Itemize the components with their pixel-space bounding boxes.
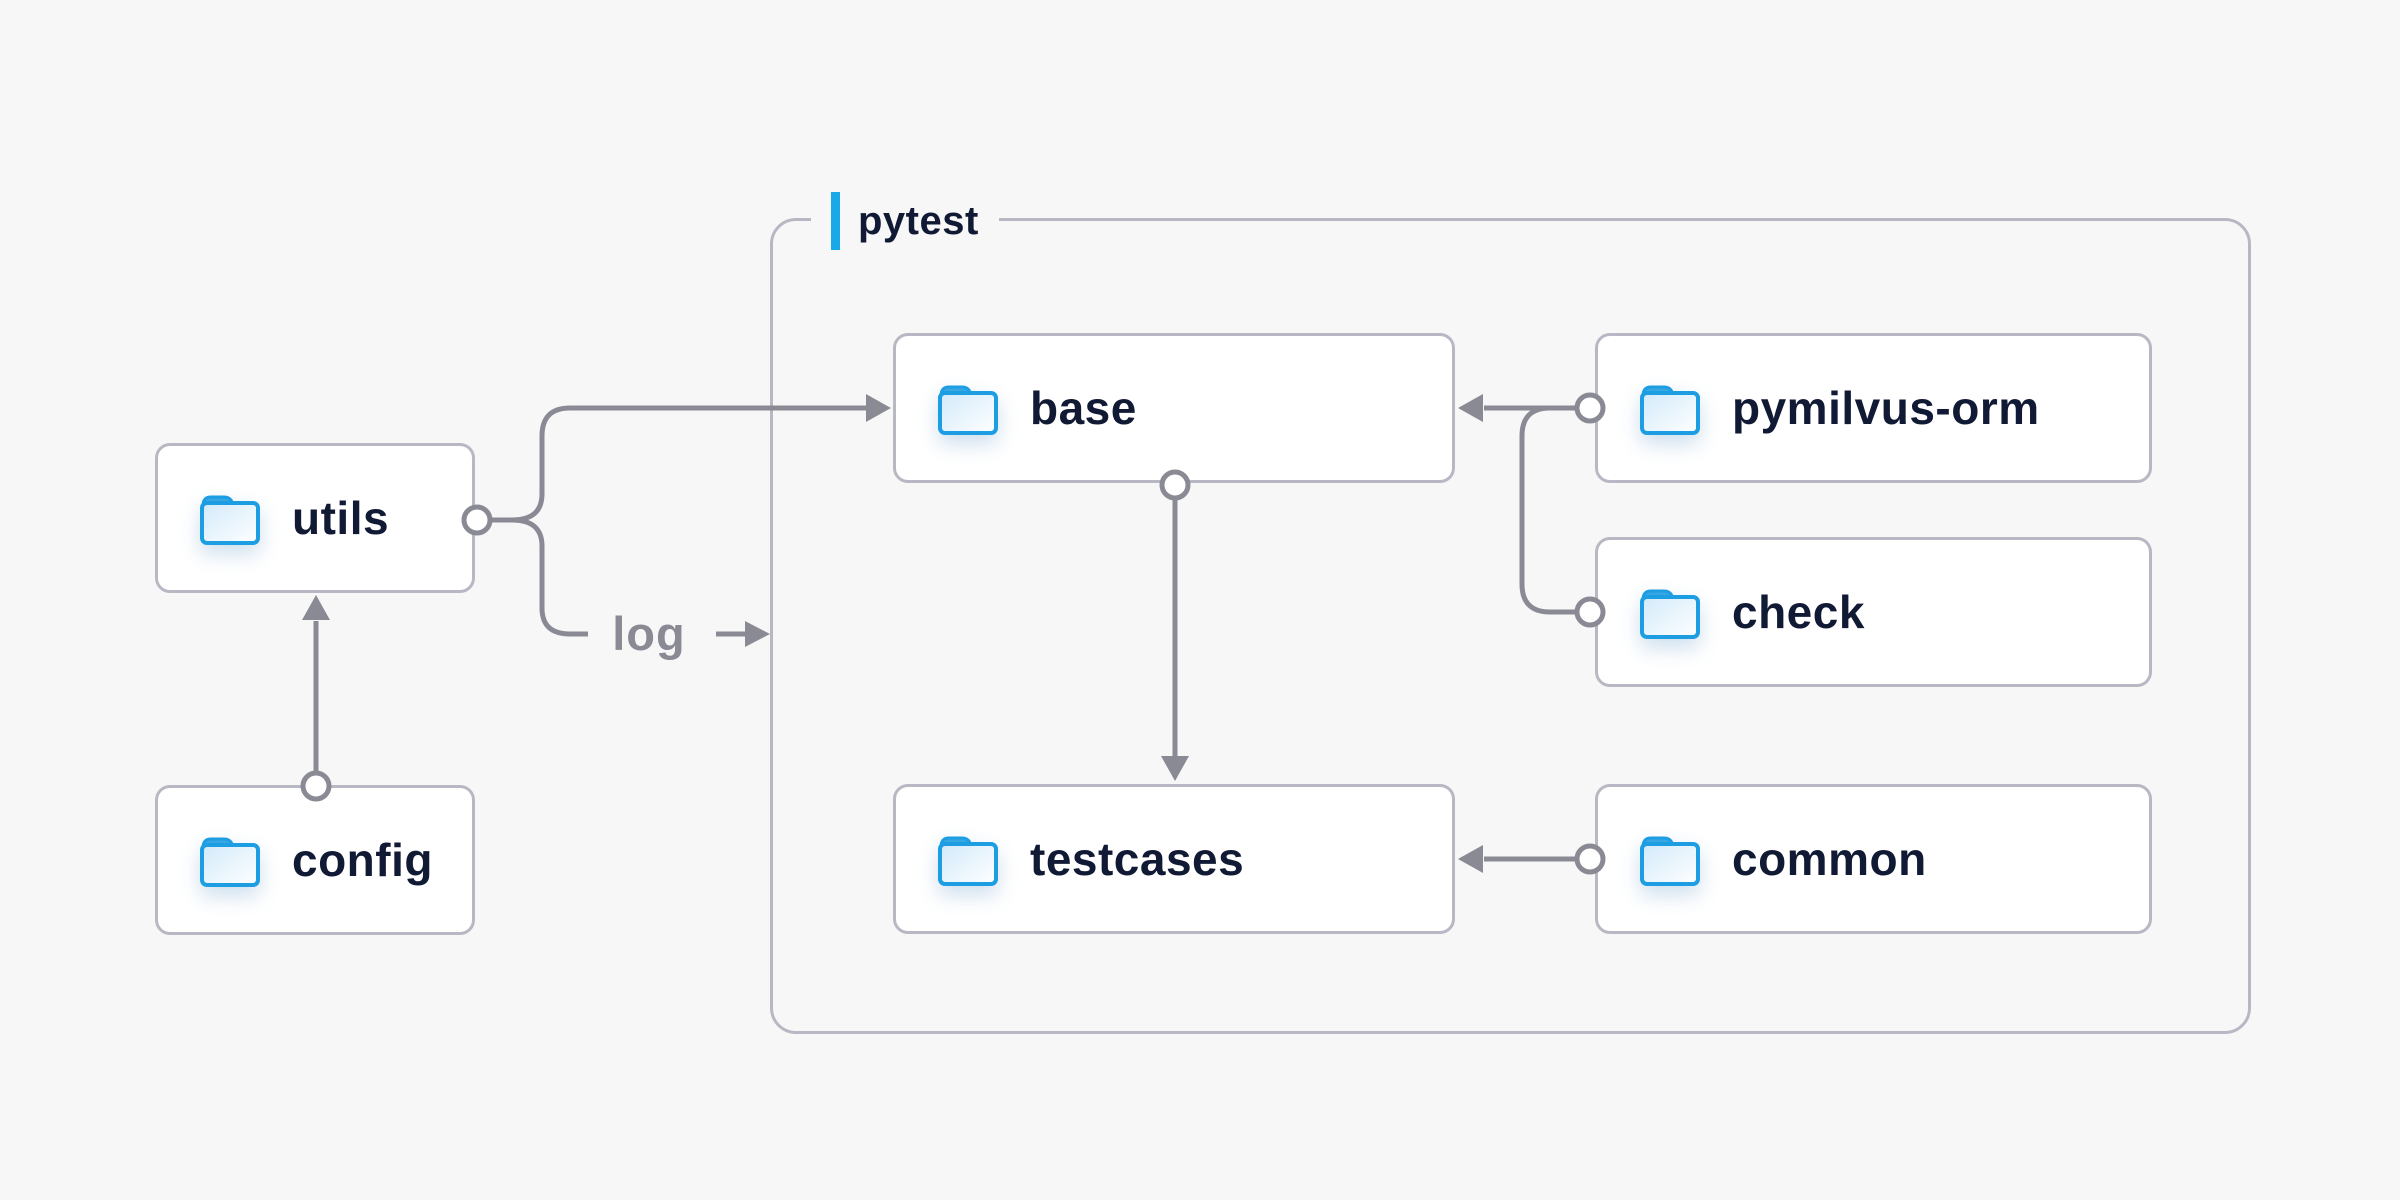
node-base: base bbox=[893, 333, 1455, 483]
folder-icon bbox=[198, 832, 262, 888]
arrowhead-into-group-border bbox=[745, 621, 770, 647]
folder-icon bbox=[1638, 831, 1702, 887]
node-label: base bbox=[1030, 382, 1137, 434]
group-pytest: pytest bbox=[770, 189, 2251, 1034]
edge-label-log: log bbox=[612, 607, 686, 660]
group-pytest-label: pytest bbox=[811, 189, 999, 253]
node-label: utils bbox=[292, 492, 390, 544]
edge-utils-log bbox=[490, 517, 588, 637]
node-check: check bbox=[1595, 537, 2152, 687]
node-config: config bbox=[155, 785, 475, 935]
node-testcases: testcases bbox=[893, 784, 1455, 934]
group-title: pytest bbox=[858, 198, 979, 243]
accent-bar-icon bbox=[831, 192, 840, 250]
node-label: testcases bbox=[1030, 833, 1245, 885]
node-pymilvus-orm: pymilvus-orm bbox=[1595, 333, 2152, 483]
node-label: config bbox=[292, 834, 433, 886]
arrowhead-into-utils-bottom bbox=[302, 595, 330, 620]
folder-icon bbox=[936, 380, 1000, 436]
folder-icon bbox=[1638, 584, 1702, 640]
node-label: pymilvus-orm bbox=[1732, 382, 2040, 434]
node-label: common bbox=[1732, 833, 1927, 885]
node-utils: utils bbox=[155, 443, 475, 593]
folder-icon bbox=[198, 490, 262, 546]
folder-icon bbox=[936, 831, 1000, 887]
folder-icon bbox=[1638, 380, 1702, 436]
node-common: common bbox=[1595, 784, 2152, 934]
node-label: check bbox=[1732, 586, 1865, 638]
